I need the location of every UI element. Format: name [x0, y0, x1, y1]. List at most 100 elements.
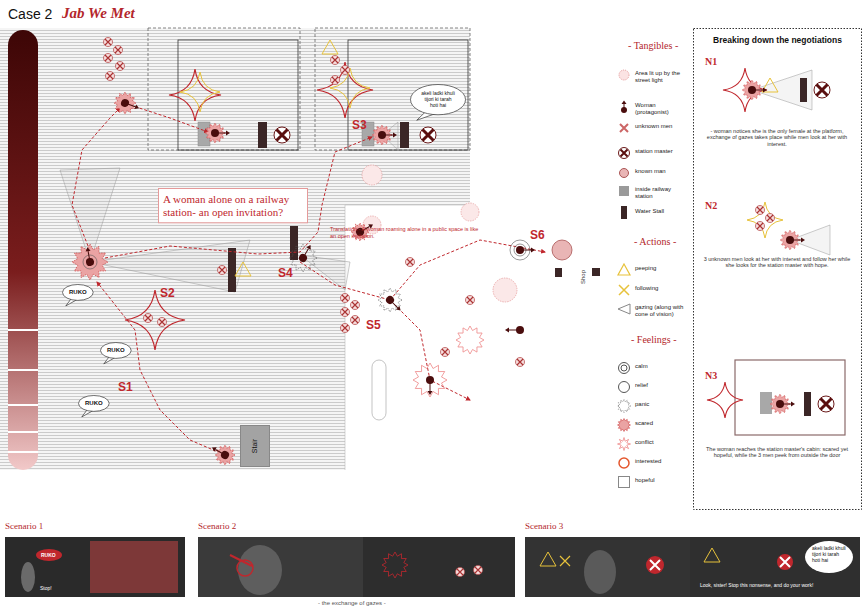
- bubble-outline: [411, 85, 466, 115]
- unknown-man: [114, 46, 123, 55]
- hopeful-sample: [619, 477, 630, 488]
- station-ground: [372, 360, 386, 420]
- unknown-man: [406, 258, 415, 267]
- station-room: [315, 28, 470, 150]
- case-title: Jab We Met: [62, 4, 135, 22]
- negotiation-sketch: [748, 86, 767, 94]
- legend-text: conflict: [635, 439, 654, 446]
- legend-text: unknown men: [635, 123, 672, 130]
- gaze-cone: [60, 122, 398, 292]
- woman-sample: [622, 101, 627, 105]
- scene-number: S1: [118, 380, 133, 394]
- legend-text: panic: [635, 401, 649, 408]
- node-title: Breaking down the negotiations: [699, 36, 856, 46]
- scenario-still: [456, 568, 465, 577]
- legend-swatch: [621, 206, 627, 219]
- timeline-bar: [8, 30, 38, 470]
- negotiation-panel: Breaking down the negotiationsN1- woman …: [693, 28, 862, 510]
- street-light-sample: [619, 70, 629, 80]
- negotiation-sketch: [818, 396, 834, 412]
- legend-sample: [616, 437, 632, 451]
- known-man-sample: [620, 169, 629, 178]
- legend-text: Water Stall: [635, 208, 664, 215]
- legend-sample: [616, 206, 632, 220]
- conflict-star: [125, 62, 484, 397]
- legend-sample: [616, 263, 632, 277]
- woman-marker: [298, 243, 314, 263]
- scene-number: S5: [366, 318, 381, 332]
- street-light: [461, 203, 479, 221]
- scenario-still: [36, 549, 62, 561]
- unknown-man: [116, 62, 125, 71]
- stair-block: Stair: [240, 425, 270, 467]
- legend-sample: [616, 146, 632, 160]
- scenario-still: [805, 541, 853, 573]
- scenario-still: [780, 557, 790, 567]
- legend-sample: [616, 121, 632, 135]
- scenario-still: [363, 537, 515, 597]
- gaze-cone: [90, 240, 250, 292]
- node-outline: [693, 28, 862, 510]
- legend-sample: [616, 100, 632, 114]
- node-title: A woman alone on a railway station- an o…: [163, 193, 303, 218]
- peeping-mark: [235, 40, 338, 276]
- legend-item: station master: [616, 146, 673, 160]
- legend-text: Area lit up by the street light: [635, 70, 689, 84]
- unknown-man: [331, 76, 340, 85]
- unknown-man: [341, 294, 350, 303]
- node-title: RUKO: [107, 347, 125, 354]
- conflict-star: [330, 68, 370, 108]
- negotiation-sketch: [814, 82, 830, 98]
- negotiation-sketch: [804, 392, 811, 416]
- negotiation-sketch: [735, 360, 845, 435]
- legend-sample: [616, 418, 632, 432]
- translation-note: Translation - A woman roaming alone in a…: [330, 226, 480, 239]
- negotiation-sketch: [756, 222, 765, 231]
- scenario-still: [704, 548, 720, 562]
- unknown-man: [466, 296, 475, 305]
- woman-marker: [120, 98, 141, 112]
- node-title: akeli ladki khuli tijori ki tarah hoti h…: [421, 91, 455, 108]
- legend-text: relief: [635, 382, 648, 389]
- unknown-man: [104, 38, 525, 367]
- calm-ring: [83, 240, 530, 269]
- scene-number: S4: [278, 266, 293, 280]
- negotiation-sketch: [707, 382, 743, 418]
- woman-marker: [211, 129, 230, 137]
- scenario-still: [474, 566, 483, 575]
- woman-path: [72, 108, 120, 246]
- speech-text: RUKO: [41, 552, 56, 558]
- legend-text: Woman (protagonist): [635, 102, 689, 116]
- node-text: The woman reaches the station master's c…: [701, 446, 853, 459]
- node-border: [159, 189, 308, 223]
- woman-marker: [83, 98, 535, 461]
- legend-sample: [616, 166, 632, 180]
- scene-number: S2: [160, 286, 175, 300]
- scenario-still: [90, 541, 178, 593]
- conflict-star: [317, 62, 373, 118]
- scenario-still: [21, 562, 35, 592]
- legend-sample: [616, 475, 632, 489]
- conflict-star: [180, 72, 220, 112]
- negotiation-sketch: [800, 78, 807, 102]
- woman-marker: [378, 131, 397, 139]
- legend-item: interested: [616, 456, 661, 470]
- legend-item: scared: [616, 418, 653, 432]
- unknown-man: [341, 324, 350, 333]
- legend-sample: [616, 68, 632, 82]
- scenario-title: Scenario 1: [5, 521, 43, 532]
- scenario-still: [584, 550, 616, 594]
- legend-text: calm: [635, 363, 648, 370]
- scene-number: S3: [352, 118, 367, 132]
- legend-text: peeping: [635, 265, 656, 272]
- negotiation-sketch: [723, 68, 767, 112]
- woman-path: [72, 105, 545, 455]
- scenario-still: [650, 560, 660, 570]
- node-border: [241, 426, 270, 467]
- scenario-title: Scenario 2: [198, 521, 236, 532]
- legend-sample: [616, 184, 632, 198]
- woman-path: [105, 137, 372, 258]
- woman-marker: [505, 326, 524, 334]
- unknown-man: [158, 318, 167, 327]
